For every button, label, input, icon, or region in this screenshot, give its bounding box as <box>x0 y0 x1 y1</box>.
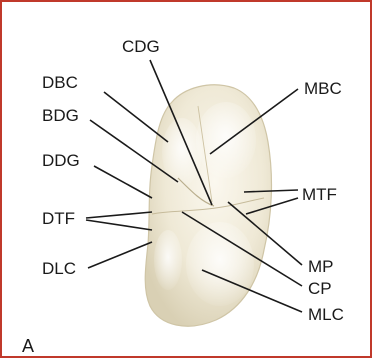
leader-dtf-2 <box>86 220 152 230</box>
leader-dlc <box>88 242 152 268</box>
distolingual-cusp <box>154 230 182 290</box>
label-dtf: DTF <box>42 209 75 228</box>
label-mtf: MTF <box>302 185 337 204</box>
label-ddg: DDG <box>42 151 80 170</box>
label-mbc: MBC <box>304 79 342 98</box>
label-cdg: CDG <box>122 37 160 56</box>
panel-label: A <box>22 336 34 356</box>
label-cp: CP <box>308 279 332 298</box>
label-mp: MP <box>308 257 334 276</box>
leader-dbc <box>104 92 168 142</box>
leader-dtf-1 <box>86 212 152 218</box>
label-mlc: MLC <box>308 305 344 324</box>
label-bdg: BDG <box>42 106 79 125</box>
label-dbc: DBC <box>42 73 78 92</box>
leader-ddg <box>94 166 152 198</box>
mesiobuccal-cusp <box>196 102 256 178</box>
label-dlc: DLC <box>42 259 76 278</box>
